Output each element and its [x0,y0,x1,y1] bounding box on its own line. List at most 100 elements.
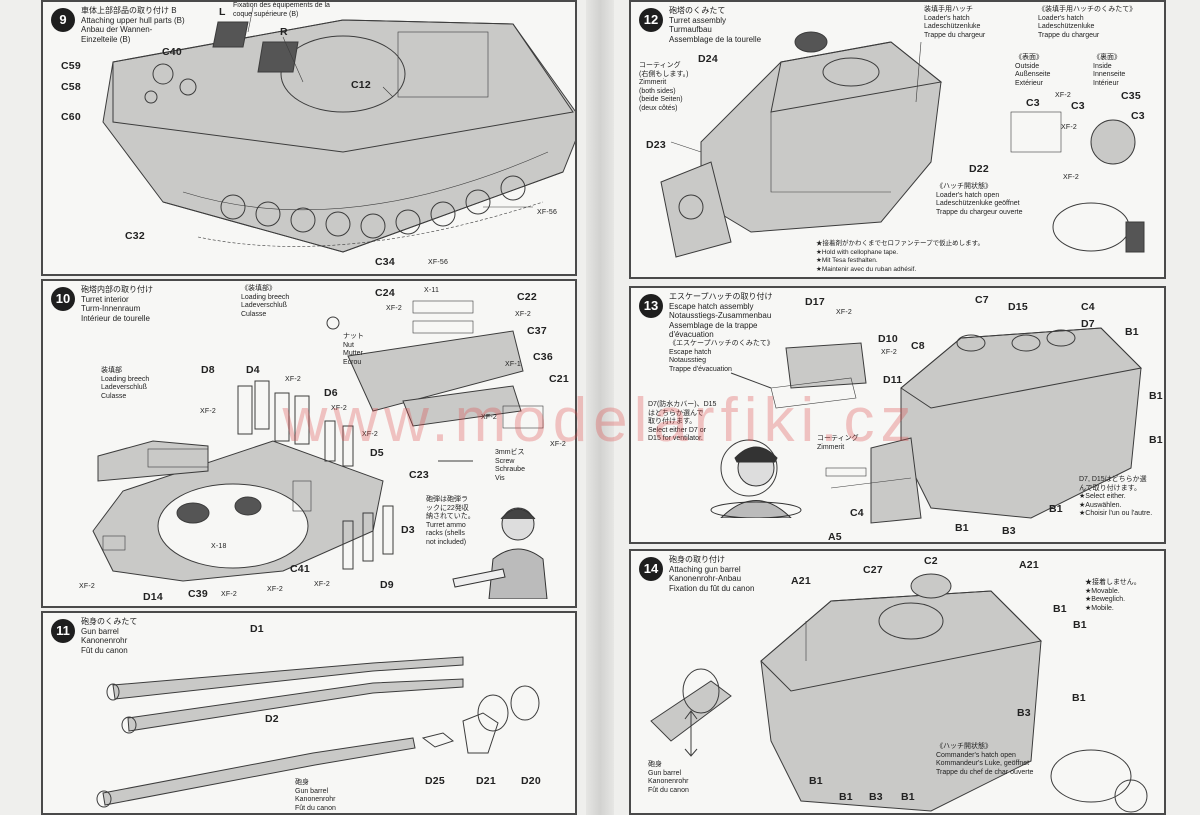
step-12-panel: 12 砲塔のくみたて Turret assembly Turmaufbau As… [629,0,1166,279]
part-label-C35: C35 [1121,90,1141,102]
part-label-C27: C27 [863,564,883,576]
ammo-rack-note: 砲弾は砲弾ラ ックに22発収 納されていた。 Turret ammo racks… [426,496,475,546]
part-label-D1: D1 [250,623,264,635]
part-label-C4: C4 [1081,301,1095,313]
part-label-C3: C3 [1026,97,1040,109]
page-gutter [586,0,614,815]
step-10-panel: 10 砲塔内部の取り付け Turret interior Turm-Innenr… [41,279,577,608]
part-label-C4: C4 [850,507,864,519]
paint-label-XF2: XF-2 [1061,124,1077,131]
part-label-C32: C32 [125,230,145,242]
step-number: 12 [639,8,663,32]
part-label-D15: D15 [1008,301,1028,313]
paint-label-XF1: XF-1 [505,361,521,368]
paint-label-XF2: XF-2 [881,349,897,356]
part-label-D3: D3 [401,524,415,536]
step-title: 砲身の取り付け Attaching gun barrel Kanonenrohr… [669,555,755,593]
part-label-C36: C36 [533,351,553,363]
escape-hatch-sub-note: 《エスケープハッチのくみたて》 Escape hatch Notausstieg… [669,340,774,373]
part-label-D5: D5 [370,447,384,459]
gun-barrel-drawing [96,656,540,808]
step-title: 車体上部部品の取り付け B Attaching upper hull parts… [81,6,185,44]
nut-note: ナット Nut Mutter Ecrou [343,333,364,366]
paint-label-XF56: XF-56 [428,259,449,266]
part-label-B1: B1 [839,791,853,803]
part-label-C2: C2 [924,555,938,567]
left-page: 9 車体上部部品の取り付け B Attaching upper hull par… [41,0,577,815]
tape-note: ★接着剤がかわくまでセロファンテープで仮止めします。 ★Hold with ce… [816,240,984,273]
part-label-B1: B1 [1053,603,1067,615]
step-number: 14 [639,557,663,581]
part-label-B1: B1 [1149,390,1163,402]
part-label-D22: D22 [969,163,989,175]
step-11-panel: 11 砲身のくみたて Gun barrel Kanonenrohr Fût du… [41,611,577,815]
paint-label-X18: X-18 [211,543,227,550]
movable-note: ★接着しません。 ★Movable. ★Beweglich. ★Mobile. [1085,579,1141,612]
paint-label-XF2: XF-2 [79,583,95,590]
part-label-B1: B1 [809,775,823,787]
part-label-B1: B1 [901,791,915,803]
part-label-D23: D23 [646,139,666,151]
select-ventilator-note: D7(防水カバー)、D15 はどちらか選んで 取り付けます。 Select ei… [648,401,717,442]
part-label-D11: D11 [883,374,903,386]
turret-interior-drawing [92,300,544,582]
part-label-C60: C60 [61,111,81,123]
paint-label-XF2: XF-2 [515,311,531,318]
loading-breech-note: 《装填部》 Loading breech Ladeverschluß Culas… [241,285,290,318]
part-label-C3: C3 [1071,100,1085,112]
part-label-B3: B3 [1017,707,1031,719]
part-label-B1: B1 [1049,503,1063,515]
part-label-D24: D24 [698,53,718,65]
paint-label-XF2: XF-2 [221,591,237,598]
step-title: 砲塔のくみたて Turret assembly Turmaufbau Assem… [669,6,762,44]
coating-note: コーティング (右側もします。) Zimmerit (both sides) (… [639,62,689,112]
part-label-D21: D21 [476,775,496,787]
paint-label-XF2: XF-2 [331,405,347,412]
step-title: エスケープハッチの取り付け Escape hatch assembly Nota… [669,292,773,339]
gun-barrel-attachment-drawing [650,573,1148,813]
part-label-B1: B1 [1073,619,1087,631]
part-label-A5: A5 [828,531,842,543]
loading-breech-note: 装填部 Loading breech Ladeverschluß Culasse [101,367,150,400]
step-number: 9 [51,8,75,32]
part-label-D10: D10 [878,333,898,345]
part-label-C21: C21 [549,373,569,385]
part-label-C59: C59 [61,60,81,72]
part-label-D9: D9 [380,579,394,591]
part-label-C3: C3 [1131,110,1145,122]
right-page: 12 砲塔のくみたて Turret assembly Turmaufbau As… [600,0,1200,815]
step-title: 砲塔内部の取り付け Turret interior Turm-Innenraum… [81,285,153,323]
part-label-R: R [280,26,288,38]
part-label-C41: C41 [290,563,310,575]
part-label-B3: B3 [1002,525,1016,537]
part-label-B1: B1 [955,522,969,534]
soldier-illustration [452,507,548,599]
part-label-C12: C12 [351,79,371,91]
paint-label-XF2: XF-2 [1055,92,1071,99]
paint-label-XF2: XF-2 [836,309,852,316]
upper-hull-drawing [102,6,575,253]
part-label-C7: C7 [975,294,989,306]
outside-note: 《表面》 Outside Außenseite Extérieur [1015,54,1051,87]
part-label-A21: A21 [1019,559,1039,571]
part-label-L: L [219,6,226,18]
part-label-C58: C58 [61,81,81,93]
part-label-D20: D20 [521,775,541,787]
inside-note: 《裏面》 Inside Innenseite Intérieur [1093,54,1126,87]
paint-label-XF2: XF-2 [386,305,402,312]
commander-hatch-open-note: 《ハッチ開状態》 Commander's hatch open Kommande… [936,743,1034,776]
part-label-C8: C8 [911,340,925,352]
part-label-C40: C40 [162,46,182,58]
part-label-D14: D14 [143,591,163,603]
select-either-note: D7, D15はどちらか選 んで取り付けます。 ★Select either. … [1079,476,1153,517]
part-label-B1: B1 [1125,326,1139,338]
paint-label-XF56: XF-56 [537,209,558,216]
step-number: 11 [51,619,75,643]
step-number: 10 [51,287,75,311]
barrel-note: 砲身 Gun barrel Kanonenrohr Fût du canon [648,761,689,794]
screw-note: 3mmビス Screw Schraube Vis [495,449,525,482]
coating-note: コーティング Zimmerit [817,435,859,451]
part-label-D4: D4 [246,364,260,376]
paint-label-XF2: XF-2 [314,581,330,588]
step-title: 砲身のくみたて Gun barrel Kanonenrohr Fût du ca… [81,617,138,655]
